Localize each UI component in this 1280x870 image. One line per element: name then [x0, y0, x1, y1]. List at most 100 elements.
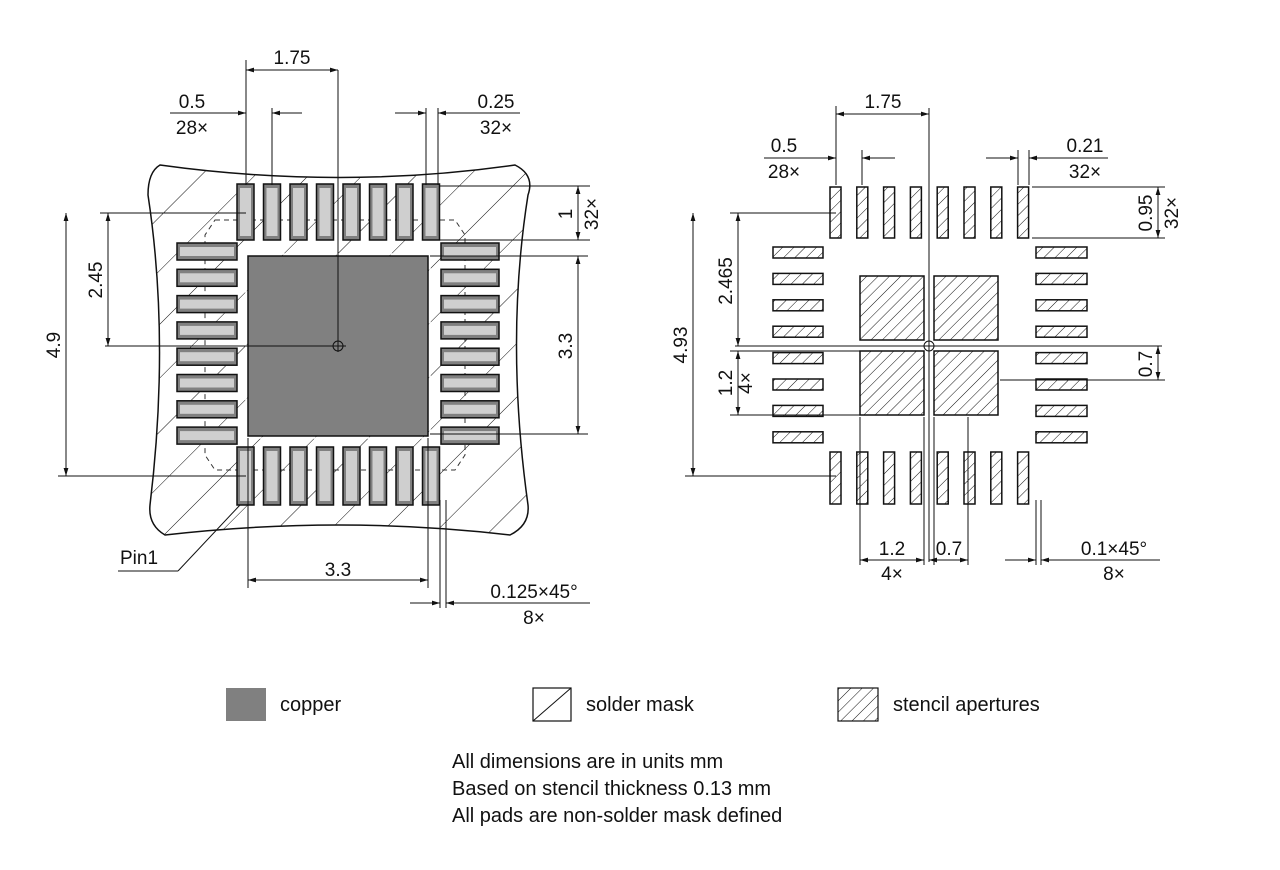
dim-right-bottom-count: 4×	[881, 564, 903, 585]
stencil-aperture-tr	[933, 275, 999, 341]
right-bottom-pad	[856, 451, 869, 505]
right-side-pad	[772, 351, 824, 365]
dim-right-pad-length: 0.95	[1136, 195, 1157, 232]
right-view: 1.75 0.5 28× 0.21 32× 0.95 32× 0.7 2.465…	[671, 92, 1183, 585]
left-top-pad-inner	[425, 188, 437, 236]
dim-left-center-pad-height: 3.3	[556, 333, 577, 359]
right-side-pad	[1035, 404, 1088, 418]
left-side-pad-inner	[180, 404, 234, 414]
left-side-pad-inner	[444, 404, 496, 414]
left-bottom-pad-inner	[293, 451, 304, 501]
left-bottom-pad-inner	[266, 451, 278, 501]
right-bottom-pad	[882, 451, 896, 505]
dim-right-pitch-top: 1.75	[865, 92, 902, 113]
note-line: All dimensions are in units mm	[452, 751, 723, 773]
legend-copper-swatch	[226, 688, 266, 721]
dim-right-chamfer-count: 8×	[1103, 564, 1125, 585]
right-side-pad	[772, 299, 824, 312]
dim-left-pad-width-count: 28×	[176, 118, 208, 139]
dim-left-corner-count: 32×	[480, 118, 512, 139]
left-view: 1.75 0.5 28× 0.25 32× 1 32× 3.3 2.45 4.9	[44, 48, 603, 629]
right-top-pad	[1016, 186, 1030, 239]
right-top-pad	[990, 186, 1003, 239]
left-top-pad-inner	[372, 188, 384, 236]
dim-left-pitch-top: 1.75	[274, 48, 311, 69]
right-left-pads	[772, 246, 824, 444]
right-right-pads	[1035, 246, 1088, 444]
dim-left-pad-width: 0.5	[179, 92, 205, 113]
dim-right-pad-width: 0.5	[771, 136, 797, 157]
dim-left-pad-length: 1	[556, 209, 577, 220]
legend-solder-mask-label: solder mask	[586, 694, 695, 716]
legend: copper solder mask stencil apertures	[226, 687, 1040, 722]
right-side-pad	[772, 246, 824, 259]
left-side-pad-inner	[180, 247, 234, 256]
right-side-pad	[1035, 299, 1088, 312]
right-bottom-pad	[909, 451, 923, 505]
left-top-pad-inner	[293, 188, 304, 236]
left-side-pad-inner	[180, 431, 234, 441]
left-bottom-pad-inner	[319, 451, 331, 501]
right-side-pad	[1035, 246, 1088, 259]
dim-right-overall: 4.93	[671, 327, 692, 364]
left-top-pad-inner	[346, 188, 357, 236]
dim-left-corner-width: 0.25	[478, 92, 515, 113]
right-top-pad	[856, 186, 869, 239]
dim-left-chamfer: 0.125×45°	[490, 582, 577, 603]
right-side-pad	[772, 378, 824, 391]
pin1-label: Pin1	[120, 548, 158, 569]
dim-right-corner-width: 0.21	[1067, 136, 1104, 157]
left-bottom-pad-inner	[346, 451, 357, 501]
left-side-pad-inner	[180, 299, 234, 309]
dim-right-gap-right: 0.7	[1136, 351, 1157, 377]
right-bottom-pad	[1016, 451, 1030, 505]
left-side-pad-inner	[444, 352, 496, 362]
left-left-pads	[176, 242, 238, 445]
right-side-pad	[772, 325, 824, 338]
left-right-pads	[440, 242, 500, 445]
dim-right-pad-width-count: 28×	[768, 162, 800, 183]
left-top-pad-inner	[266, 188, 278, 236]
stencil-aperture-bl	[859, 350, 925, 416]
right-bottom-pad	[963, 451, 976, 505]
dim-right-pad-length-count: 32×	[1162, 197, 1183, 229]
dim-right-bottom-gap: 0.7	[936, 539, 962, 560]
left-bottom-pad-inner	[425, 451, 437, 501]
dim-right-chamfer: 0.1×45°	[1081, 539, 1147, 560]
note-line: All pads are non-solder mask defined	[452, 805, 782, 827]
right-bottom-pad	[829, 451, 842, 505]
right-bottom-pad	[936, 451, 949, 505]
right-top-pad	[963, 186, 976, 239]
right-side-pad	[772, 272, 824, 286]
right-side-pad	[772, 431, 824, 444]
left-side-pad-inner	[444, 273, 496, 283]
left-top-pad-inner	[240, 188, 251, 236]
right-side-pad	[1035, 325, 1088, 338]
left-bottom-pad-inner	[399, 451, 410, 501]
left-side-pad-inner	[444, 247, 496, 256]
left-side-pad-inner	[180, 325, 234, 335]
right-side-pad	[1035, 351, 1088, 365]
right-bottom-pad	[990, 451, 1003, 505]
right-top-pad	[909, 186, 923, 239]
dim-left-center-pad-width: 3.3	[325, 560, 351, 581]
right-side-pad	[1035, 272, 1088, 286]
right-top-pad	[936, 186, 949, 239]
dim-right-corner-count: 32×	[1069, 162, 1101, 183]
left-side-pad-inner	[444, 299, 496, 309]
right-side-pad	[1035, 431, 1088, 444]
left-side-pad-inner	[444, 431, 496, 441]
stencil-aperture-br	[933, 350, 999, 416]
dim-right-offset-vertical: 2.465	[716, 257, 737, 305]
left-top-pad-inner	[399, 188, 410, 236]
notes: All dimensions are in units mm Based on …	[452, 751, 782, 827]
note-line: Based on stencil thickness 0.13 mm	[452, 778, 771, 800]
right-side-pad	[772, 404, 824, 418]
legend-stencil-label: stencil apertures	[893, 694, 1040, 716]
dim-left-offset-vertical: 2.45	[86, 262, 107, 299]
legend-copper-label: copper	[280, 694, 341, 716]
dim-left-pad-length-count: 32×	[582, 198, 603, 230]
left-top-pads	[236, 183, 441, 241]
dim-right-bottom-size: 1.2	[879, 539, 905, 560]
dim-left-overall: 4.9	[44, 332, 65, 358]
